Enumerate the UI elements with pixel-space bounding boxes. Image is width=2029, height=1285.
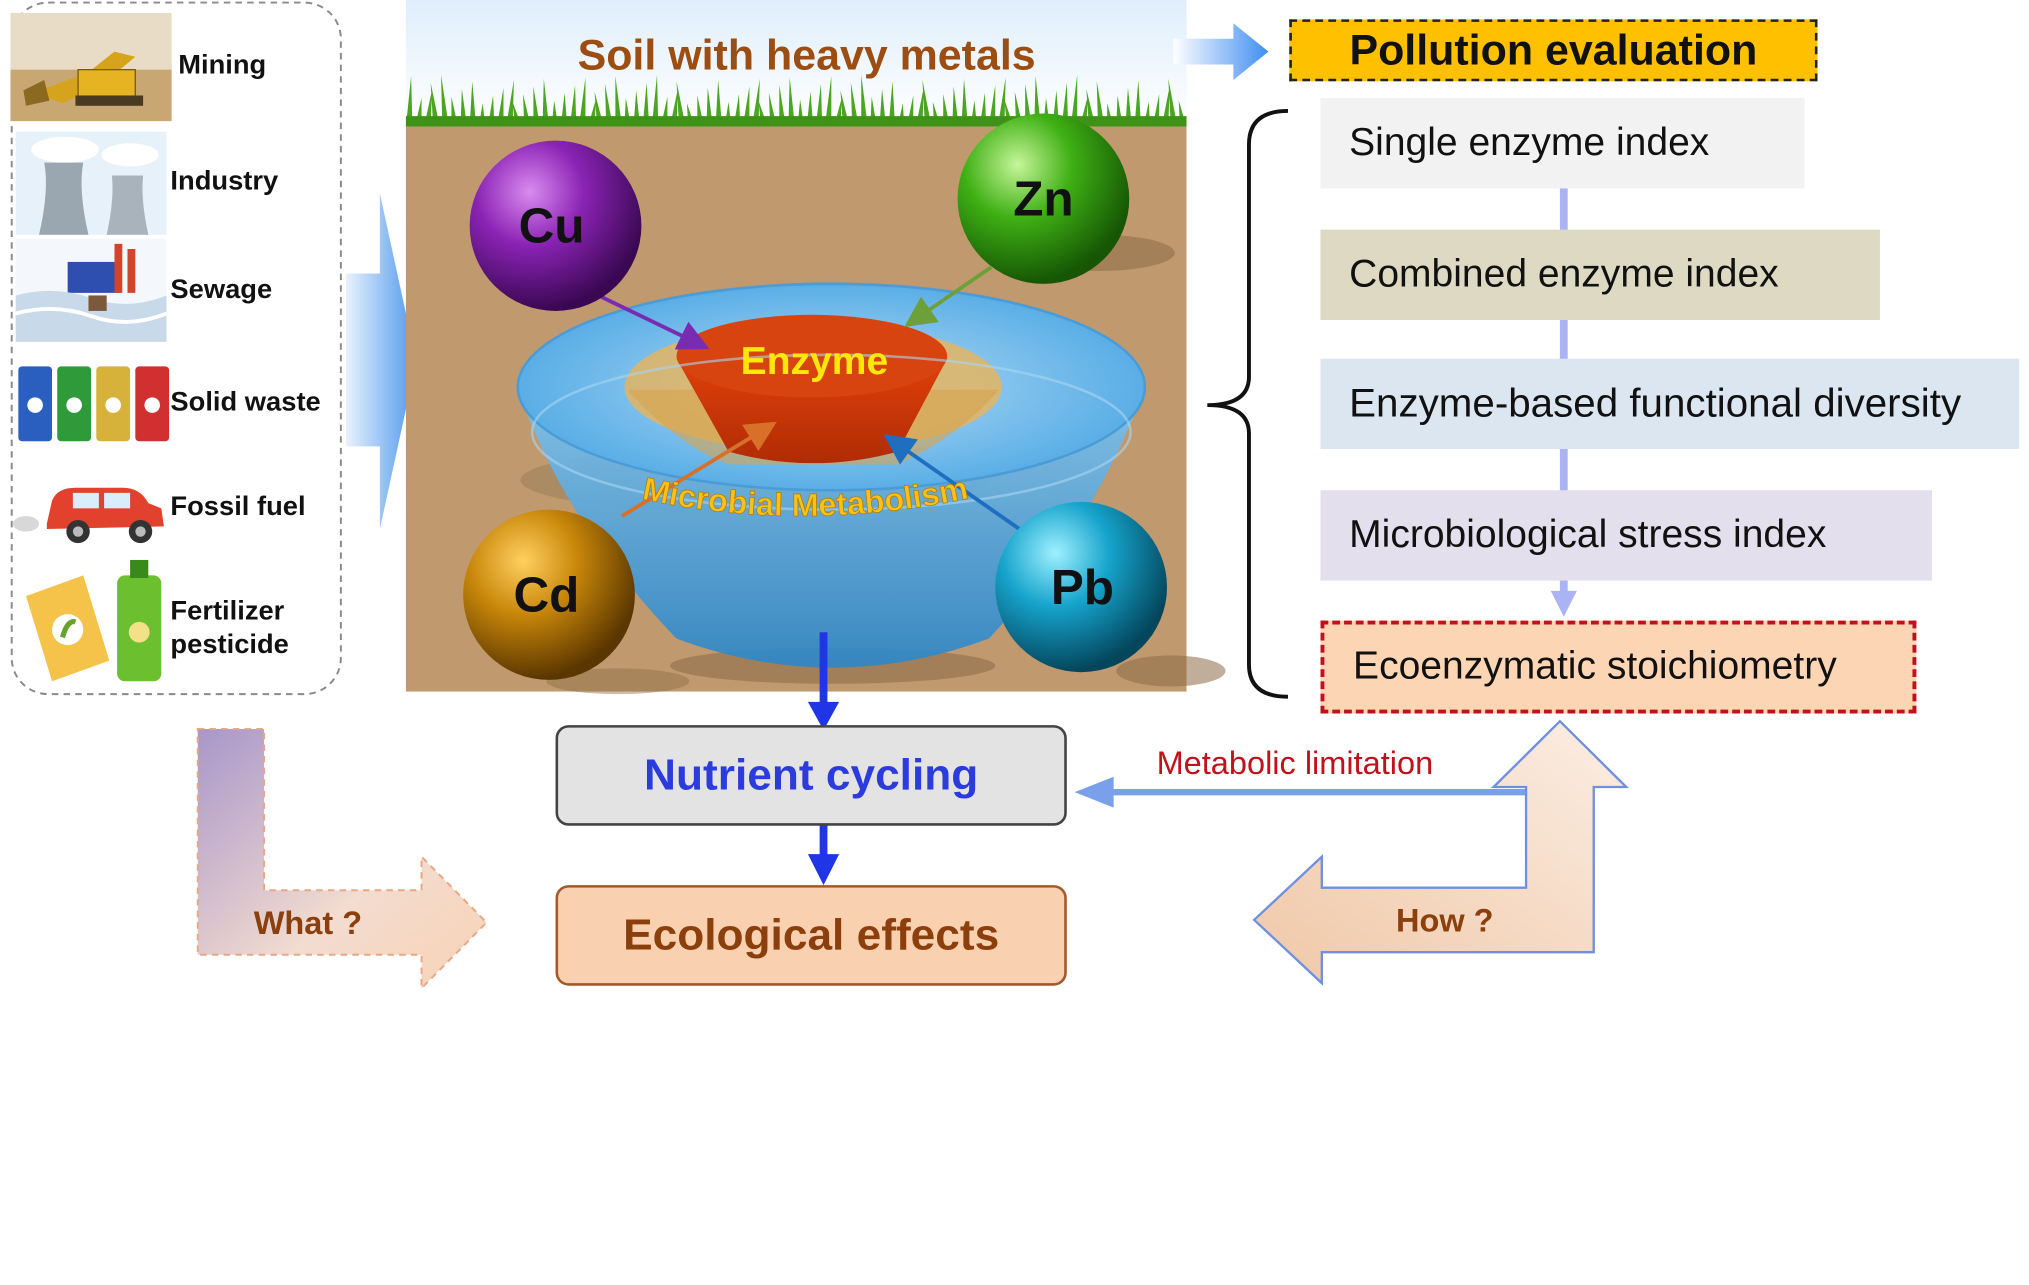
waste-bins-icon <box>18 366 170 442</box>
eval-single-enzyme-index: Single enzyme index <box>1320 98 1805 189</box>
soil-to-nutrient-arrow-head <box>807 701 840 731</box>
source-label-fertilizer: Fertilizer pesticide <box>170 596 289 660</box>
eval-ecoenzymatic-stoichiometry: Ecoenzymatic stoichiometry <box>1320 620 1917 714</box>
source-label-solid-waste: Solid waste <box>170 387 321 417</box>
sources-to-soil-arrow <box>346 193 417 529</box>
source-label-industry: Industry <box>170 166 279 197</box>
diagram-canvas: Soil with heavy metals Cu Zn Cd Pb Enzym… <box>10 0 1630 991</box>
evaluation-brace <box>1207 109 1289 699</box>
nutrient-cycling-box: Nutrient cycling <box>555 725 1067 826</box>
eval-combined-enzyme-index: Combined enzyme index <box>1320 229 1880 320</box>
eval-functional-diversity: Enzyme-based functional diversity <box>1320 358 2020 449</box>
bowl-front-rim <box>530 353 1132 511</box>
source-label-mining: Mining <box>178 50 267 80</box>
cd-shadow <box>546 668 690 695</box>
pb-arrow <box>883 434 1032 539</box>
car-icon <box>13 487 164 544</box>
nutrient-to-effects-arrow-head <box>807 854 840 886</box>
mining-excavator-icon <box>10 12 172 122</box>
eval-microbiological-stress-index: Microbiological stress index <box>1320 490 1932 581</box>
cu-label: Cu <box>519 199 585 254</box>
zn-arrow <box>904 265 993 327</box>
zn-ball <box>957 113 1130 284</box>
pb-ball <box>995 501 1167 673</box>
cu-arrow <box>600 295 710 350</box>
fertilizer-bag-icon <box>26 559 162 682</box>
evaluation-connector-head <box>1550 590 1577 617</box>
source-label-sewage: Sewage <box>170 274 273 305</box>
cu-ball <box>469 140 642 311</box>
pollution-evaluation-header: Pollution evaluation <box>1289 19 1818 82</box>
pb-shadow <box>1116 655 1226 687</box>
pb-label: Pb <box>1051 560 1114 615</box>
cd-label: Cd <box>513 568 579 623</box>
grass-strip <box>405 74 1187 127</box>
cd-arrow <box>620 421 777 518</box>
metabolic-limitation-arrow-head <box>1074 776 1114 808</box>
source-label-fossil-fuel: Fossil fuel <box>170 491 306 522</box>
sewage-factory-icon <box>15 238 167 342</box>
soil-to-evaluation-arrow <box>1173 23 1269 80</box>
enzyme-label: Enzyme <box>741 340 888 383</box>
how-arrow <box>1252 719 1630 986</box>
cd-ball <box>463 509 635 680</box>
how-label: How ? <box>1395 903 1494 940</box>
what-arrow <box>196 727 488 991</box>
what-label: What ? <box>253 905 363 942</box>
zn-label: Zn <box>1013 172 1073 227</box>
soil-title: Soil with heavy metals <box>578 32 1036 80</box>
ecological-effects-box: Ecological effects <box>555 885 1067 986</box>
cooling-tower-icon <box>15 131 167 235</box>
metabolic-limitation-label: Metabolic limitation <box>1156 745 1434 782</box>
